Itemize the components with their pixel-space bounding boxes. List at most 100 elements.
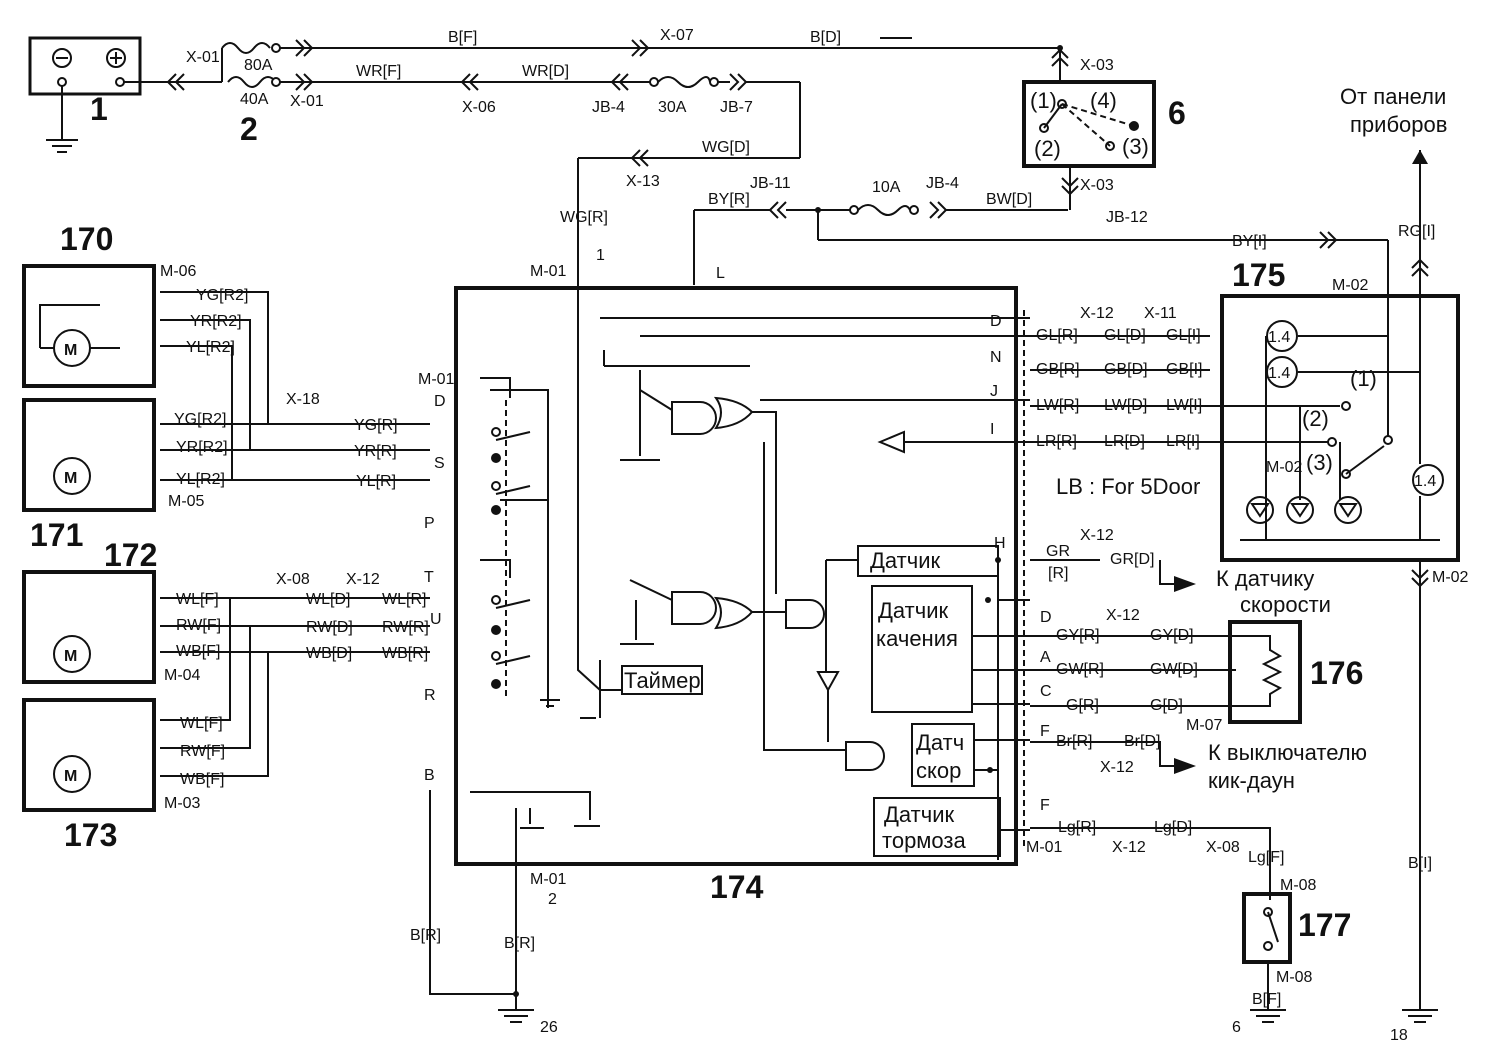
pin-f-lower: F bbox=[1040, 797, 1050, 814]
pin-j: J bbox=[990, 383, 998, 400]
wire-gyr: GY[R] bbox=[1056, 627, 1100, 644]
wire-gyd: GY[D] bbox=[1150, 627, 1194, 644]
wire-wgr: WG[R] bbox=[560, 209, 608, 226]
conn-x08: X-08 bbox=[276, 571, 310, 588]
ignition-switch: X-03 (1) (4) (2) (3) X-03 6 bbox=[1022, 48, 1186, 210]
wire-gbr: GB[R] bbox=[1036, 361, 1080, 378]
mirror-wires: X-18 YG[R] YR[R] YL[R] X-08 X-12 WL[D] R… bbox=[160, 291, 455, 777]
component-174-label: 174 bbox=[710, 869, 764, 905]
wire-brr: Br[R] bbox=[1056, 733, 1092, 750]
conn-x08-lg: X-08 bbox=[1206, 839, 1240, 856]
wire-yl: YL[R] bbox=[356, 473, 396, 490]
wg-line: WG[D] X-13 WG[R] bbox=[560, 139, 800, 320]
wire-gr: GR bbox=[1046, 543, 1070, 560]
main-fuses: 80A 40A X-01 X-01 2 bbox=[124, 39, 324, 147]
ign-pos-2: (2) bbox=[1034, 136, 1061, 161]
wire-wgd: WG[D] bbox=[702, 139, 750, 156]
wire-wlr: WL[R] bbox=[382, 591, 426, 608]
svg-text:M: M bbox=[64, 470, 77, 487]
conn-x03-bottom: X-03 bbox=[1080, 177, 1114, 194]
lamp-3: 1.4 bbox=[1414, 473, 1436, 490]
wire-172-wl: WL[F] bbox=[176, 591, 219, 608]
brake-switch: 177 Lg[F] M-08 M-08 B[F] 6 bbox=[1232, 849, 1351, 1036]
component-1-label: 1 bbox=[90, 91, 108, 127]
wire-br-left: B[R] bbox=[410, 927, 441, 944]
svg-text:M: M bbox=[64, 648, 77, 665]
pin-p: P bbox=[424, 515, 435, 532]
wire-wrd: WR[D] bbox=[522, 63, 569, 80]
wire-gbi: GB[I] bbox=[1166, 361, 1202, 378]
wire-grd: GR[D] bbox=[1110, 551, 1154, 568]
conn-m04: M-04 bbox=[164, 667, 201, 684]
conn-jb12d: JB-12 bbox=[1106, 209, 1148, 226]
fuse-40a: 40A bbox=[240, 91, 269, 108]
wire-lwr: LW[R] bbox=[1036, 397, 1079, 414]
note-lb: LB : For 5Door bbox=[1056, 474, 1200, 499]
wire-br-mid: B[R] bbox=[504, 935, 535, 952]
wire-171-yr: YR[R2] bbox=[176, 439, 228, 456]
component-171-label: 171 bbox=[30, 517, 83, 553]
conn-m07: M-07 bbox=[1186, 717, 1223, 734]
conn-m08-bottom: M-08 bbox=[1276, 969, 1313, 986]
wire-lri: LR[I] bbox=[1166, 433, 1200, 450]
conn-jb4a: JB-4 bbox=[592, 99, 625, 116]
conn-m06: M-06 bbox=[160, 263, 197, 280]
wire-lgf: Lg[F] bbox=[1248, 849, 1284, 866]
pos-2: (2) bbox=[1302, 406, 1329, 431]
wire-bd: B[D] bbox=[810, 29, 841, 46]
note-from-panel-1: От панели bbox=[1340, 84, 1446, 109]
motor-171: M 171 M-05 YG[R2] YR[R2] YL[R2] bbox=[22, 398, 228, 553]
component-175-label: 175 bbox=[1232, 257, 1285, 293]
by-line: BY[R] BW[D] JB-11 10A JB-4 JB-12 BY[I] bbox=[693, 175, 1389, 440]
module-grounds: B[R] B[R] M-01 2 26 bbox=[410, 790, 567, 1036]
wire-rgi: RG[I] bbox=[1398, 223, 1435, 240]
wire-bwd: BW[D] bbox=[986, 191, 1032, 208]
conn-m01-left: M-01 bbox=[418, 371, 455, 388]
wire-lrr: LR[R] bbox=[1036, 433, 1077, 450]
block-tilt-1: Датчик bbox=[878, 598, 948, 623]
pin-d-top: D bbox=[990, 313, 1002, 330]
wire-rwd: RW[D] bbox=[306, 619, 353, 636]
wire-173-wb: WB[F] bbox=[180, 771, 224, 788]
wire-wrf: WR[F] bbox=[356, 63, 401, 80]
pos-3: (3) bbox=[1306, 450, 1333, 475]
component-2-label: 2 bbox=[240, 111, 258, 147]
top-battery-line: B[F] X-07 B[D] bbox=[280, 27, 1063, 82]
block-speed-2: скор bbox=[916, 758, 961, 783]
pin-n: N bbox=[990, 349, 1002, 366]
wire-170-yg: YG[R2] bbox=[196, 287, 248, 304]
conn-x01-top: X-01 bbox=[186, 49, 220, 66]
wire-glr: GL[R] bbox=[1036, 327, 1078, 344]
conn-x12-br: X-12 bbox=[1100, 759, 1134, 776]
wire-rwr: RW[R] bbox=[382, 619, 429, 636]
component-177-label: 177 bbox=[1298, 907, 1351, 943]
pin-r: R bbox=[424, 687, 436, 704]
wire-yr: YR[R] bbox=[354, 443, 397, 460]
conn-x12-gr: X-12 bbox=[1080, 527, 1114, 544]
ground-6: 6 bbox=[1232, 1019, 1241, 1036]
note-from-panel-2: приборов bbox=[1350, 112, 1447, 137]
conn-x12-mirror: X-12 bbox=[346, 571, 380, 588]
wire-byr: BY[R] bbox=[708, 191, 750, 208]
wr-line: WR[F] X-06 WR[D] JB-4 30A JB-7 bbox=[280, 63, 801, 158]
pin-d-left: D bbox=[434, 393, 446, 410]
wire-lrd: LR[D] bbox=[1104, 433, 1145, 450]
control-module: 174 M-01 Датчик Датчик качения bbox=[424, 247, 1052, 905]
wire-lwd: LW[D] bbox=[1104, 397, 1147, 414]
wire-byi: BY[I] bbox=[1232, 233, 1267, 250]
wire-gwr: GW[R] bbox=[1056, 661, 1104, 678]
conn-x06: X-06 bbox=[462, 99, 496, 116]
motor-170: M 170 M-06 YG[R2] YR[R2] YL[R2] bbox=[22, 221, 248, 388]
conn-x11: X-11 bbox=[1144, 305, 1177, 322]
block-timer: Таймер bbox=[624, 668, 701, 693]
battery: 1 bbox=[28, 36, 142, 153]
wire-yg: YG[R] bbox=[354, 417, 398, 434]
fuse-30a: 30A bbox=[658, 99, 687, 116]
pin-s: S bbox=[434, 455, 445, 472]
wire-170-yl: YL[R2] bbox=[186, 339, 235, 356]
conn-m02-bottom: M-02 bbox=[1432, 569, 1469, 586]
component-170-label: 170 bbox=[60, 221, 113, 257]
component-172-label: 172 bbox=[104, 537, 157, 573]
pin-1: 1 bbox=[596, 247, 605, 264]
